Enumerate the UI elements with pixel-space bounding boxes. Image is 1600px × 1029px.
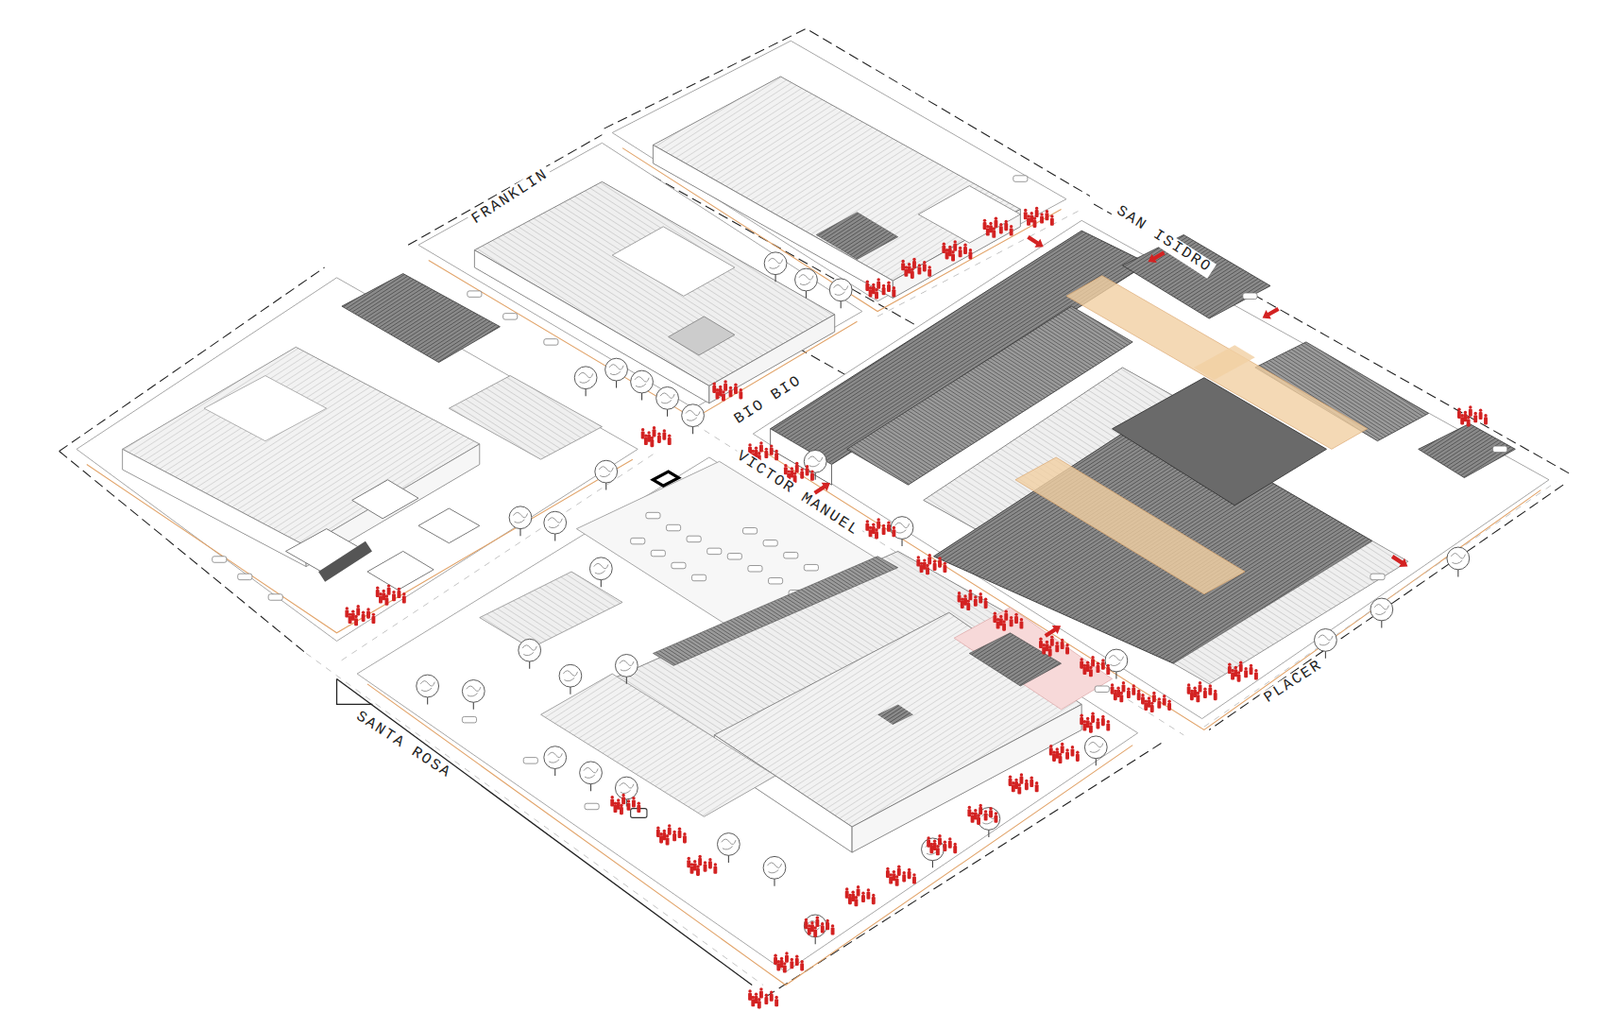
street-name: PLACER — [1259, 655, 1328, 709]
street-name: VICTOR MANUEL — [731, 446, 865, 542]
street-name: SAN ISIDRO — [1110, 201, 1217, 278]
street-name: BIO BIO — [729, 370, 808, 429]
street-name: SANTA ROSA — [350, 706, 457, 783]
street-name: FRANKLIN — [466, 164, 554, 230]
